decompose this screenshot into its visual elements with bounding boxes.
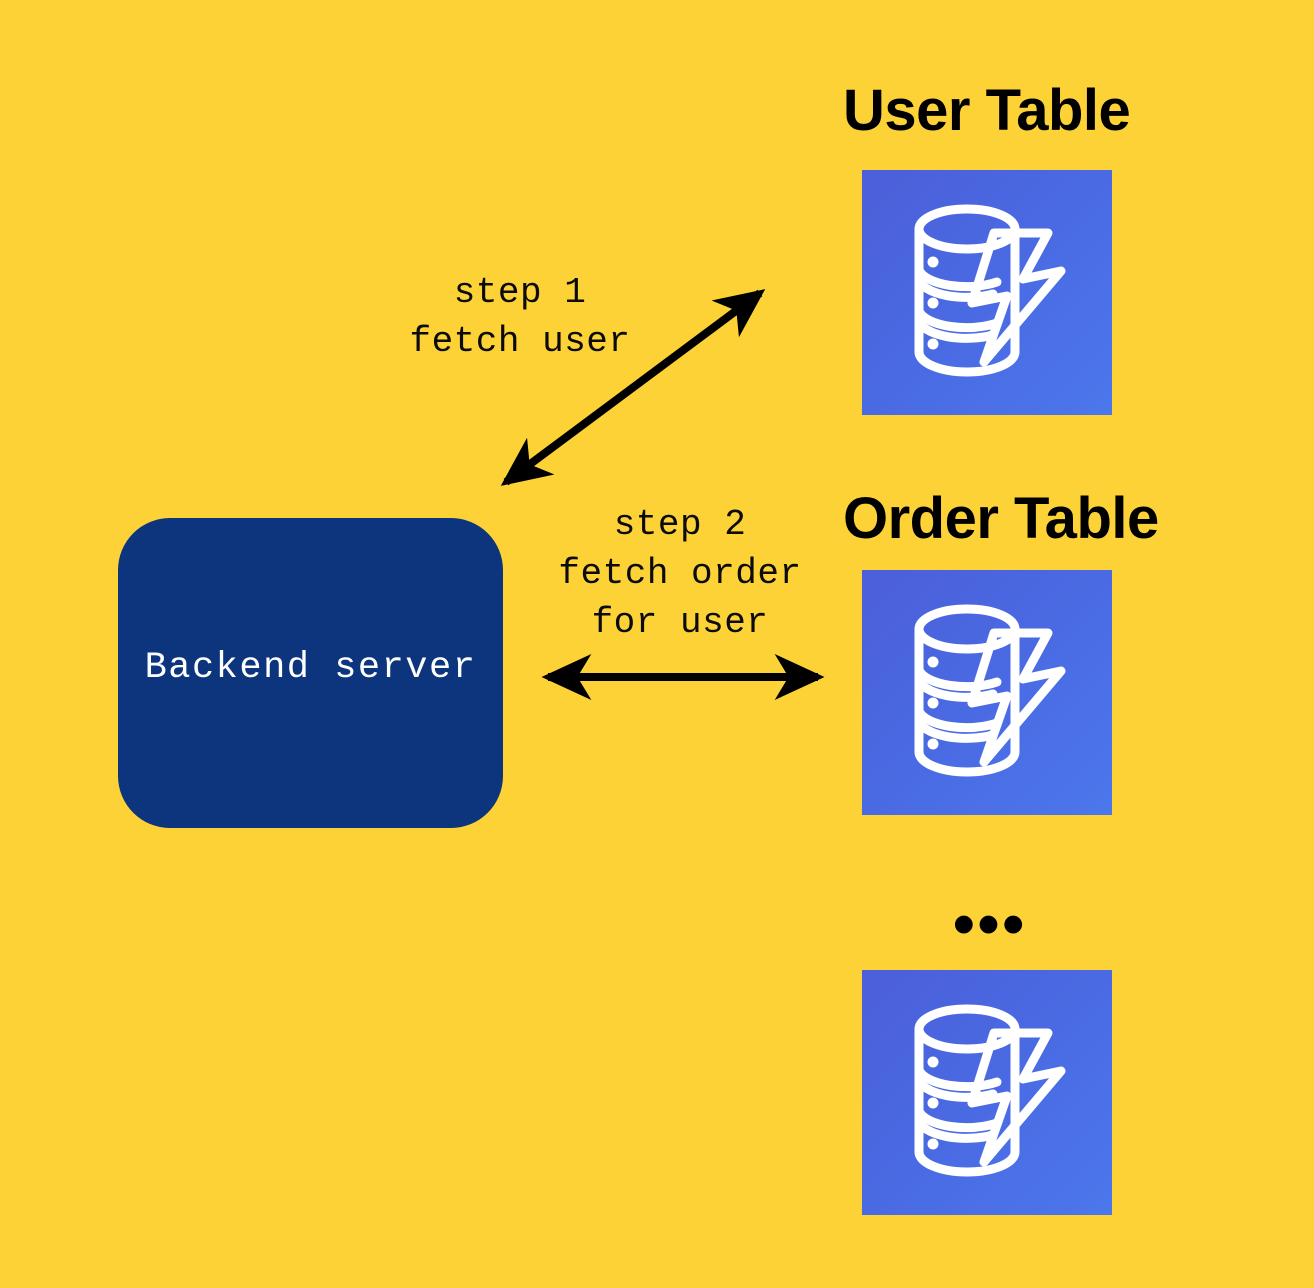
lightning-bolt-icon bbox=[967, 1028, 1066, 1167]
dynamodb-database-icon bbox=[914, 604, 1066, 777]
backend-server-label: Backend server bbox=[144, 647, 477, 689]
additional-table-database-icon[interactable] bbox=[862, 970, 1112, 1215]
band-dot bbox=[927, 256, 939, 268]
band-dot bbox=[927, 297, 939, 309]
step-2-arrow-label: step 2 fetch order for user bbox=[558, 504, 802, 643]
band-dot bbox=[927, 1056, 939, 1068]
dynamodb-database-icon bbox=[914, 1004, 1066, 1177]
user-table-database-icon[interactable] bbox=[862, 170, 1112, 415]
lightning-bolt-icon bbox=[967, 228, 1066, 367]
step-1-arrow-label: step 1 fetch user bbox=[409, 272, 631, 362]
band-dot bbox=[927, 338, 939, 350]
dynamodb-database-icon bbox=[914, 204, 1066, 377]
order-table-database-icon[interactable] bbox=[862, 570, 1112, 815]
order-table-title: Order Table bbox=[843, 486, 1159, 551]
band-dot bbox=[927, 738, 939, 750]
band-dot bbox=[927, 656, 939, 668]
band-dot bbox=[927, 1097, 939, 1109]
band-dot bbox=[927, 697, 939, 709]
backend-server-node[interactable]: Backend server bbox=[118, 518, 503, 828]
more-tables-ellipsis: ••• bbox=[952, 890, 1028, 959]
lightning-bolt-icon bbox=[967, 628, 1066, 767]
band-dot bbox=[927, 1138, 939, 1150]
user-table-title: User Table bbox=[843, 78, 1131, 143]
